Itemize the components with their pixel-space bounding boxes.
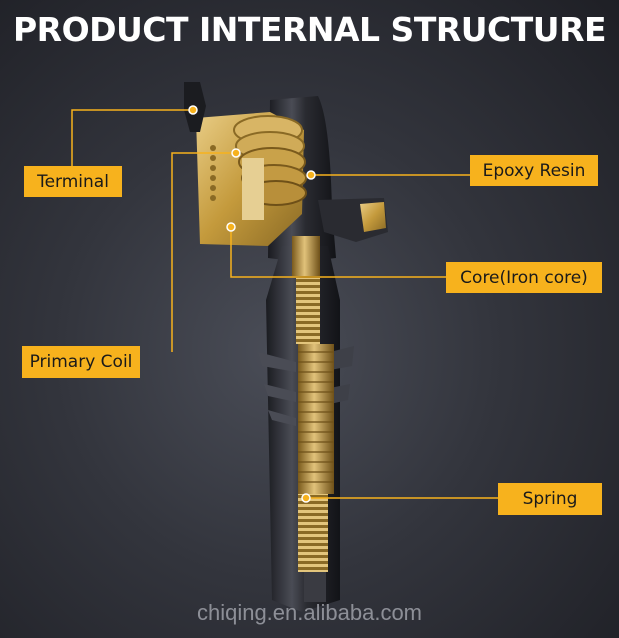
label-core-iron-core: Core(Iron core) — [446, 262, 602, 293]
bracket-insert — [360, 202, 386, 232]
iron-core-bar — [242, 158, 264, 220]
fin — [258, 352, 296, 372]
coil-bead-column — [210, 145, 216, 201]
fin — [330, 346, 354, 370]
label-spring: Spring — [498, 483, 602, 515]
anchor-dots — [188, 105, 316, 503]
upper-contact — [292, 236, 320, 276]
spark-boot-tip — [304, 572, 326, 602]
secondary-windings — [298, 351, 334, 483]
page-title: PRODUCT INTERNAL STRUCTURE — [12, 10, 607, 49]
label-epoxy-resin: Epoxy Resin — [470, 155, 598, 186]
upper-spring — [296, 278, 320, 344]
secondary-coil-rod — [298, 344, 334, 494]
fin — [268, 410, 296, 426]
lower-spring — [298, 494, 328, 572]
fin — [330, 384, 350, 404]
label-primary-coil: Primary Coil — [22, 346, 140, 378]
watermark: chiqing.en.alibaba.com — [196, 600, 423, 625]
label-terminal: Terminal — [24, 166, 122, 197]
fin — [264, 384, 296, 402]
leader-lines — [71, 109, 498, 499]
